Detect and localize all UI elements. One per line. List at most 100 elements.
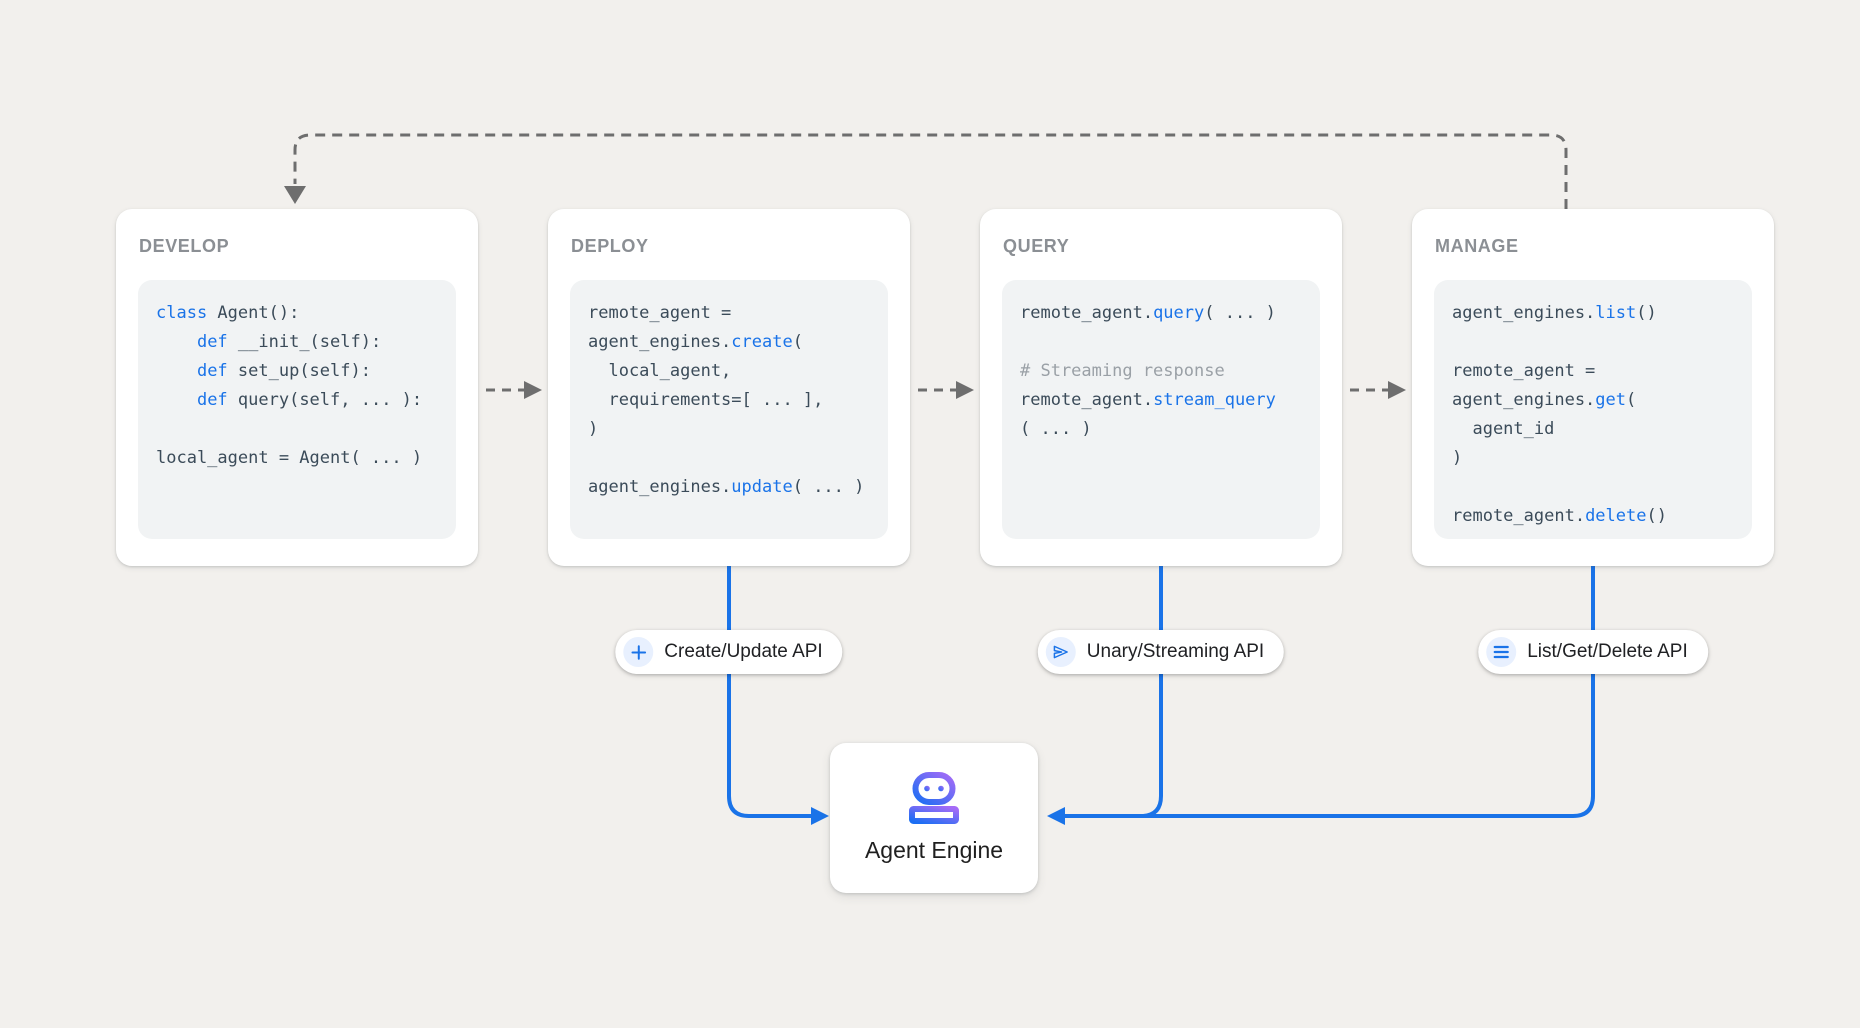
code-line — [156, 415, 456, 444]
code-line: remote_agent = — [588, 299, 888, 328]
card-title: DEPLOY — [571, 236, 649, 256]
code-text: query(self, ... ): — [227, 390, 423, 410]
pill-label: Create/Update API — [664, 641, 823, 662]
code-block: agent_engines.list() remote_agent =agent… — [1434, 280, 1752, 539]
code-text: () — [1646, 506, 1667, 526]
engine-label: Agent Engine — [864, 837, 1004, 863]
code-line: agent_engines.update( ... ) — [588, 473, 888, 502]
blue-line-deploy-to-engine — [727, 566, 811, 818]
code-text: agent_engines. — [1452, 303, 1596, 323]
code-text: local_agent = Agent( ... ) — [156, 448, 423, 468]
code-text: ( — [792, 332, 803, 352]
code-text: __init_(self): — [227, 332, 382, 352]
arrowhead-right-icon — [956, 381, 974, 399]
code-keyword: def — [196, 332, 228, 352]
blue-line-manage-to-engine — [1065, 566, 1595, 818]
code-line — [1020, 328, 1320, 357]
arrowhead-right-icon — [811, 807, 829, 825]
code-line: def __init_(self): — [156, 328, 456, 357]
card-title: DEVELOP — [139, 236, 230, 256]
card-query: QUERY remote_agent.query( ... ) # Stream… — [980, 209, 1342, 566]
code-text: ( ... ) — [1020, 419, 1092, 439]
code-function: list — [1595, 303, 1637, 323]
code-function: query — [1153, 303, 1205, 323]
code-line: agent_engines.get( — [1452, 386, 1752, 415]
card-title: QUERY — [1003, 236, 1070, 256]
code-text: requirements=[ ... ], — [588, 390, 824, 410]
pill-label: Unary/Streaming API — [1086, 641, 1265, 662]
code-line: local_agent = Agent( ... ) — [156, 444, 456, 473]
code-line: # Streaming response — [1020, 357, 1320, 386]
send-icon — [1045, 637, 1076, 667]
code-line: agent_id — [1452, 415, 1752, 444]
code-line: remote_agent = — [1452, 357, 1752, 386]
code-line: agent_engines.list() — [1452, 299, 1752, 328]
code-text: ( ... ) — [1204, 303, 1276, 323]
arrowhead-right-icon — [1388, 381, 1406, 399]
code-line: remote_agent.stream_query — [1020, 386, 1320, 415]
arrowhead-down-icon — [284, 186, 306, 204]
pill-unary-streaming-api: Unary/Streaming API — [1037, 630, 1285, 674]
code-keyword: def — [196, 361, 228, 381]
code-text: ( — [1626, 390, 1637, 410]
code-line: ( ... ) — [1020, 415, 1320, 444]
code-line: def query(self, ... ): — [156, 386, 456, 415]
code-text: remote_agent = — [588, 303, 732, 323]
code-line — [588, 444, 888, 473]
code-text: remote_agent. — [1452, 506, 1586, 526]
code-text: agent_engines. — [1452, 390, 1596, 410]
arrowhead-right-icon — [524, 381, 542, 399]
code-line: ) — [588, 415, 888, 444]
pill-list-get-delete-api: List/Get/Delete API — [1478, 630, 1708, 674]
code-text: agent_engines. — [588, 477, 732, 497]
card-title: MANAGE — [1435, 236, 1519, 256]
code-line: class Agent(): — [156, 299, 456, 328]
card-develop: DEVELOP class Agent(): def __init_(self)… — [116, 209, 478, 566]
code-line: def set_up(self): — [156, 357, 456, 386]
code-line: local_agent, — [588, 357, 888, 386]
code-text: set_up(self): — [227, 361, 371, 381]
code-text: Agent(): — [207, 303, 300, 323]
code-text — [156, 332, 197, 352]
code-function: update — [731, 477, 793, 497]
code-line: agent_engines.create( — [588, 328, 888, 357]
code-line — [1452, 328, 1752, 357]
code-line: requirements=[ ... ], — [588, 386, 888, 415]
pill-create-update-api: Create/Update API — [615, 630, 843, 674]
plus-icon — [623, 637, 654, 667]
code-text: ) — [1452, 448, 1463, 468]
code-text: () — [1636, 303, 1657, 323]
blue-line-query-to-engine — [1140, 566, 1163, 818]
code-text: local_agent, — [588, 361, 732, 381]
code-function: delete — [1585, 506, 1647, 526]
code-line — [1452, 473, 1752, 502]
code-block: remote_agent =agent_engines.create( loca… — [570, 280, 888, 539]
code-text: ) — [588, 419, 599, 439]
arrowhead-left-icon — [1047, 807, 1065, 825]
dashed-loop-line — [293, 133, 1568, 209]
code-block: class Agent(): def __init_(self): def se… — [138, 280, 456, 539]
code-line: ) — [1452, 444, 1752, 473]
code-function: create — [731, 332, 793, 352]
code-text: remote_agent. — [1020, 390, 1154, 410]
code-keyword: class — [156, 303, 208, 323]
code-text: ( ... ) — [792, 477, 865, 497]
code-keyword: def — [196, 390, 228, 410]
list-icon — [1486, 637, 1517, 667]
code-text — [156, 361, 197, 381]
code-function: stream_query — [1153, 390, 1276, 410]
robot-icon — [906, 772, 962, 824]
agent-engine-node: Agent Engine — [830, 743, 1038, 893]
pill-label: List/Get/Delete API — [1527, 641, 1688, 662]
code-text — [156, 390, 197, 410]
code-text: agent_engines. — [588, 332, 732, 352]
code-text: remote_agent. — [1020, 303, 1154, 323]
card-deploy: DEPLOY remote_agent =agent_engines.creat… — [548, 209, 910, 566]
code-text: remote_agent = — [1452, 361, 1596, 381]
code-block: remote_agent.query( ... ) # Streaming re… — [1002, 280, 1320, 539]
code-comment: # Streaming response — [1020, 361, 1225, 381]
code-line: remote_agent.query( ... ) — [1020, 299, 1320, 328]
card-manage: MANAGE agent_engines.list() remote_agent… — [1412, 209, 1774, 566]
